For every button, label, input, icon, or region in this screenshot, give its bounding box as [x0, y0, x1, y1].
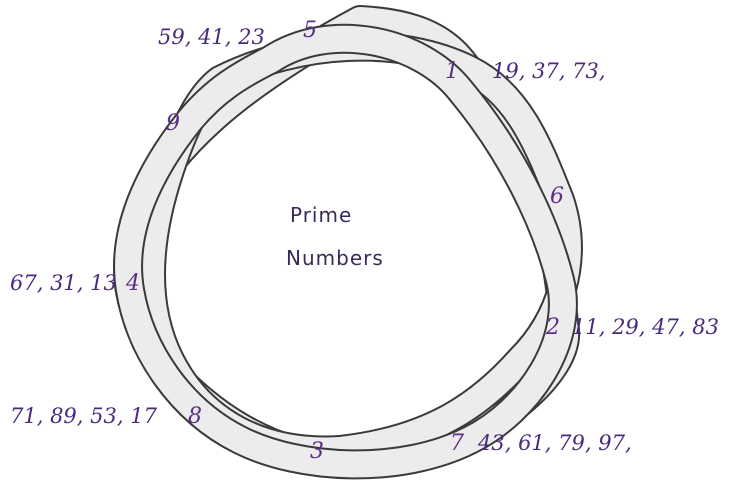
primes-node-5: 59, 41, 23 — [158, 25, 265, 49]
node-label-7: 7 — [450, 431, 464, 456]
node-label-6: 6 — [550, 184, 564, 209]
node-label-4: 4 — [125, 271, 140, 296]
node-label-2: 2 — [545, 315, 560, 340]
primes-node-8: 71, 89, 53, 17 — [10, 404, 158, 428]
primes-node-4: 67, 31, 13 — [10, 271, 117, 295]
node-label-1: 1 — [445, 59, 459, 84]
primes-node-1: 19, 37, 73, — [492, 59, 606, 83]
node-label-8: 8 — [188, 404, 202, 429]
primes-node-2: 11, 29, 47, 83 — [572, 315, 719, 339]
title-line-2: Numbers — [286, 246, 384, 270]
node-label-5: 5 — [303, 18, 317, 43]
node-label-9: 9 — [166, 111, 180, 136]
primes-node-7: 43, 61, 79, 97, — [477, 431, 632, 455]
node-label-3: 3 — [310, 439, 324, 464]
title-line-1: Prime — [290, 203, 352, 227]
